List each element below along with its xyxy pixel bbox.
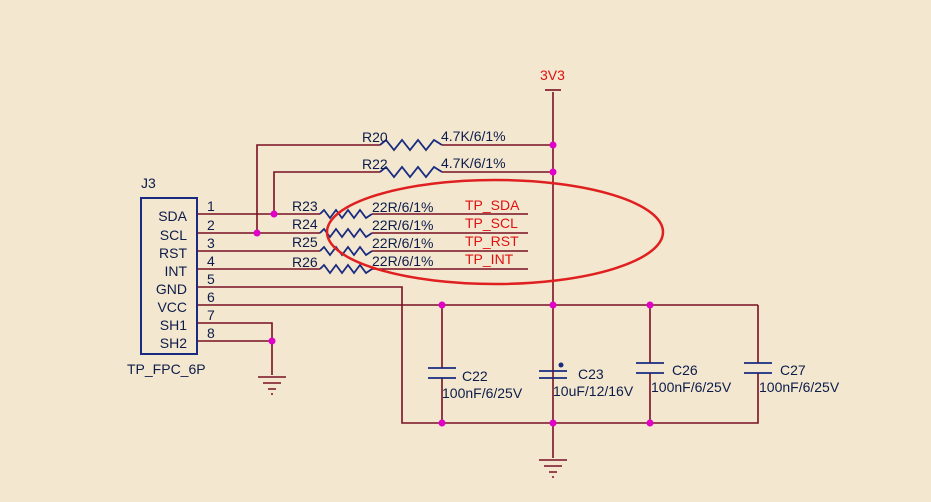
resistor-value: 22R/6/1% [372,235,433,251]
junction-dot [549,141,557,149]
pin-number: 8 [207,325,215,341]
net-label: TP_SCL [465,215,518,231]
net-label: TP_SDA [465,197,520,213]
pin-name: GND [156,281,187,297]
junction-dot [549,419,557,427]
junction-dot [438,301,446,309]
capacitor-c26 [636,362,664,374]
capacitor-c23 [539,370,567,379]
connector-j3: J3 TP_FPC_6P SDA SCL RST INT GND VCC SH1… [127,175,215,377]
net-label: TP_RST [465,233,519,249]
resistor-ref: R20 [362,129,388,145]
connector-ref: J3 [141,175,156,191]
resistor-value: 4.7K/6/1% [441,128,506,144]
polarity-dot-icon [558,362,564,368]
resistor-r22 [379,165,443,179]
pin-number: 2 [207,217,215,233]
junction-dot [549,301,557,309]
highlight-ellipse [325,178,665,286]
resistor-value: 22R/6/1% [372,217,433,233]
resistor-ref: R26 [292,254,318,270]
resistor-r25 [319,245,373,257]
junction-dot [646,301,654,309]
ground-icon [539,459,567,478]
gnd-wire [197,286,553,424]
resistor-r23 [319,208,373,220]
resistor-r20 [379,138,443,152]
junction-dot [270,210,278,218]
junctions [253,141,654,427]
resistor-value: 4.7K/6/1% [441,155,506,171]
connector-part: TP_FPC_6P [127,361,206,377]
resistor-ref: R23 [292,198,318,214]
pin-number: 5 [207,271,215,287]
pin-number: 7 [207,307,215,323]
capacitor-value: 100nF/6/25V [442,385,523,401]
resistor-ref: R22 [362,156,388,172]
junction-dot [438,419,446,427]
junction-dot [268,337,276,345]
resistor-r26 [319,263,373,275]
capacitor-value: 100nF/6/25V [651,379,732,395]
resistor-ref: R24 [292,216,318,232]
resistor-value: 22R/6/1% [372,253,433,269]
pin-number: 3 [207,235,215,251]
capacitor-c27 [744,362,772,374]
series-resistors: R23 22R/6/1% TP_SDA R24 22R/6/1% TP_SCL … [292,197,520,275]
power-label: 3V3 [540,67,565,83]
junction-dot [646,419,654,427]
ground-symbols [258,376,567,478]
resistor-ref: R25 [292,234,318,250]
resistor-value: 22R/6/1% [372,199,433,215]
pin-name: RST [159,245,187,261]
pin-number: 1 [207,198,215,214]
capacitor-ref: C26 [672,362,698,378]
net-label: TP_INT [465,251,514,267]
r22-wire [273,171,553,214]
capacitor-ref: C27 [780,362,806,378]
wires [197,92,759,458]
c27-wire [553,305,759,424]
pin-name: SH1 [160,317,187,333]
ground-icon [258,376,286,395]
pin-name: INT [164,263,187,279]
pin-number: 6 [207,289,215,305]
capacitor-c22 [428,367,456,379]
pullup-resistors: R20 4.7K/6/1% R22 4.7K/6/1% [362,128,506,179]
junction-dot [549,168,557,176]
capacitor-value: 100nF/6/25V [759,379,840,395]
pin-name: SCL [160,227,187,243]
junction-dot [253,229,261,237]
r20-wire [256,144,553,233]
connector-body [140,197,198,355]
capacitor-ref: C23 [578,366,604,382]
capacitor-ref: C22 [462,368,488,384]
capacitor-value: 10uF/12/16V [553,383,634,399]
power-3v3: 3V3 [540,67,565,91]
capacitors: C22 100nF/6/25V C23 10uF/12/16V C26 100n… [428,362,840,401]
pin-name: SDA [158,208,187,224]
pin-name: SH2 [160,335,187,351]
pin-number: 4 [207,253,215,269]
pin-name: VCC [157,299,187,315]
